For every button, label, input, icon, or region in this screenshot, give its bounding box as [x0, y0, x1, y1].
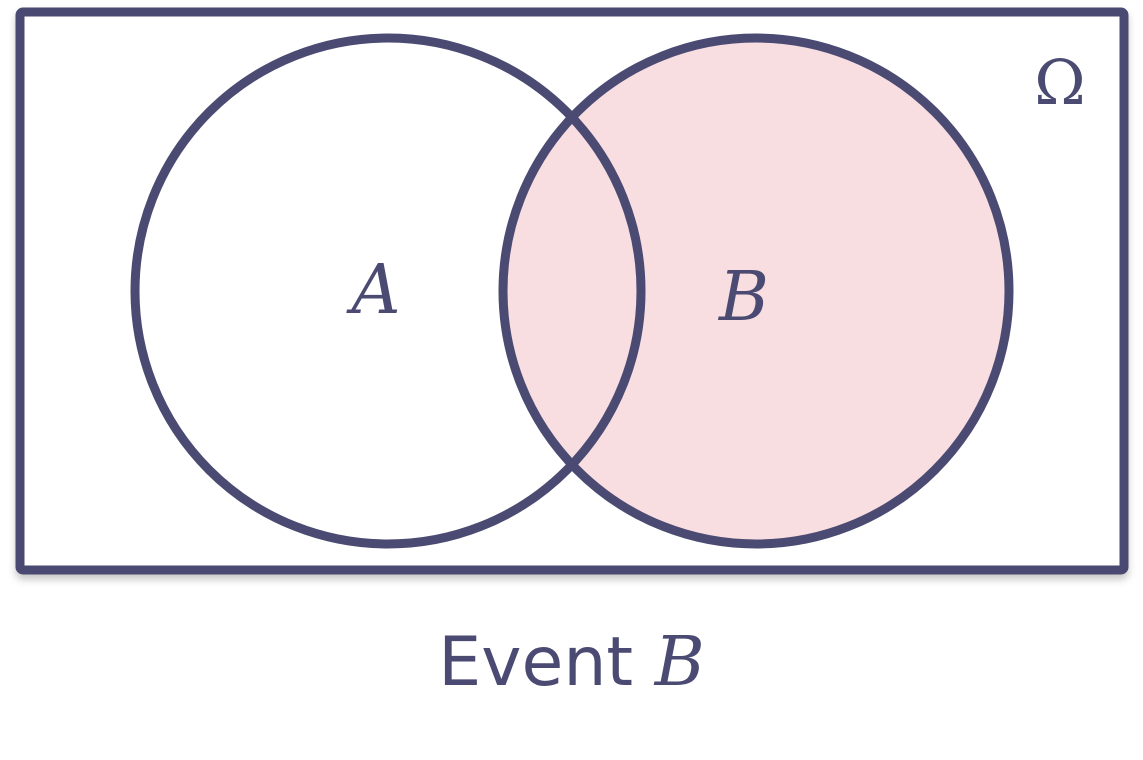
caption: Event B — [0, 618, 1143, 708]
set-b-fill — [503, 38, 1009, 544]
set-b-label: B — [717, 258, 769, 337]
set-a-circle — [130, 33, 646, 549]
caption-prefix: Event — [438, 623, 634, 702]
set-a-label: A — [345, 251, 400, 330]
universe-omega-label: Ω — [1034, 46, 1085, 119]
set-b-circle — [498, 33, 1014, 549]
caption-variable: B — [654, 623, 705, 702]
